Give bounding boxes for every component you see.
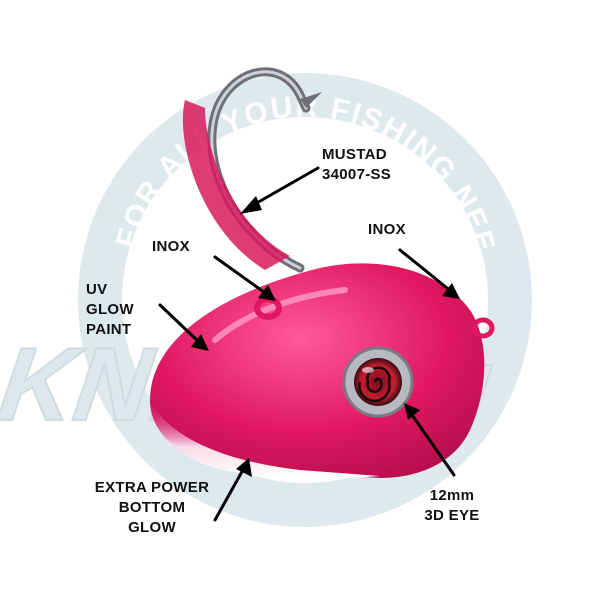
hook-barb xyxy=(300,92,322,108)
label-uv-glow-line-1: UV xyxy=(86,281,108,298)
watermark-ring xyxy=(78,73,532,527)
label-uv-glow-line-3: PAINT xyxy=(86,321,132,338)
arrow-inox-right xyxy=(398,248,454,294)
label-mustad-line-1: MUSTAD xyxy=(322,146,387,163)
upper-rod xyxy=(182,100,290,270)
label-eye: 12mm 3D EYE xyxy=(414,486,490,526)
eye xyxy=(354,358,402,406)
arrow-bottom-glow xyxy=(213,466,246,522)
arrow-mustad xyxy=(246,166,320,210)
arrow-inox-left xyxy=(213,255,270,297)
bottom-glow xyxy=(150,400,380,479)
jig-body xyxy=(150,263,495,479)
label-eye-line-1: 12mm xyxy=(429,487,475,504)
label-inox-right: INOX xyxy=(368,220,406,240)
label-bottom-glow-line-2: BOTTOM xyxy=(118,499,186,516)
label-mustad: MUSTAD 34007-SS xyxy=(322,145,391,185)
label-inox-right-line-1: INOX xyxy=(368,221,406,238)
label-eye-line-2: 3D EYE xyxy=(424,507,480,524)
label-uv-glow: UV GLOW PAINT xyxy=(86,280,134,340)
label-mustad-line-2: 34007-SS xyxy=(322,166,392,183)
label-inox-left: INOX xyxy=(152,237,190,257)
annotation-arrows xyxy=(158,166,460,522)
arrow-uv-glow xyxy=(158,303,202,345)
inox-eyelet-right xyxy=(471,317,495,339)
label-inox-left-line-1: INOX xyxy=(152,238,190,255)
label-bottom-glow-line-3: GLOW xyxy=(128,519,176,536)
label-bottom-glow-line-1: EXTRA POWER xyxy=(94,479,210,496)
arrow-eye xyxy=(408,410,456,477)
jig-body-shape xyxy=(150,263,485,478)
label-bottom-glow: EXTRA POWER BOTTOM GLOW xyxy=(82,478,222,538)
label-uv-glow-line-2: GLOW xyxy=(86,301,134,318)
